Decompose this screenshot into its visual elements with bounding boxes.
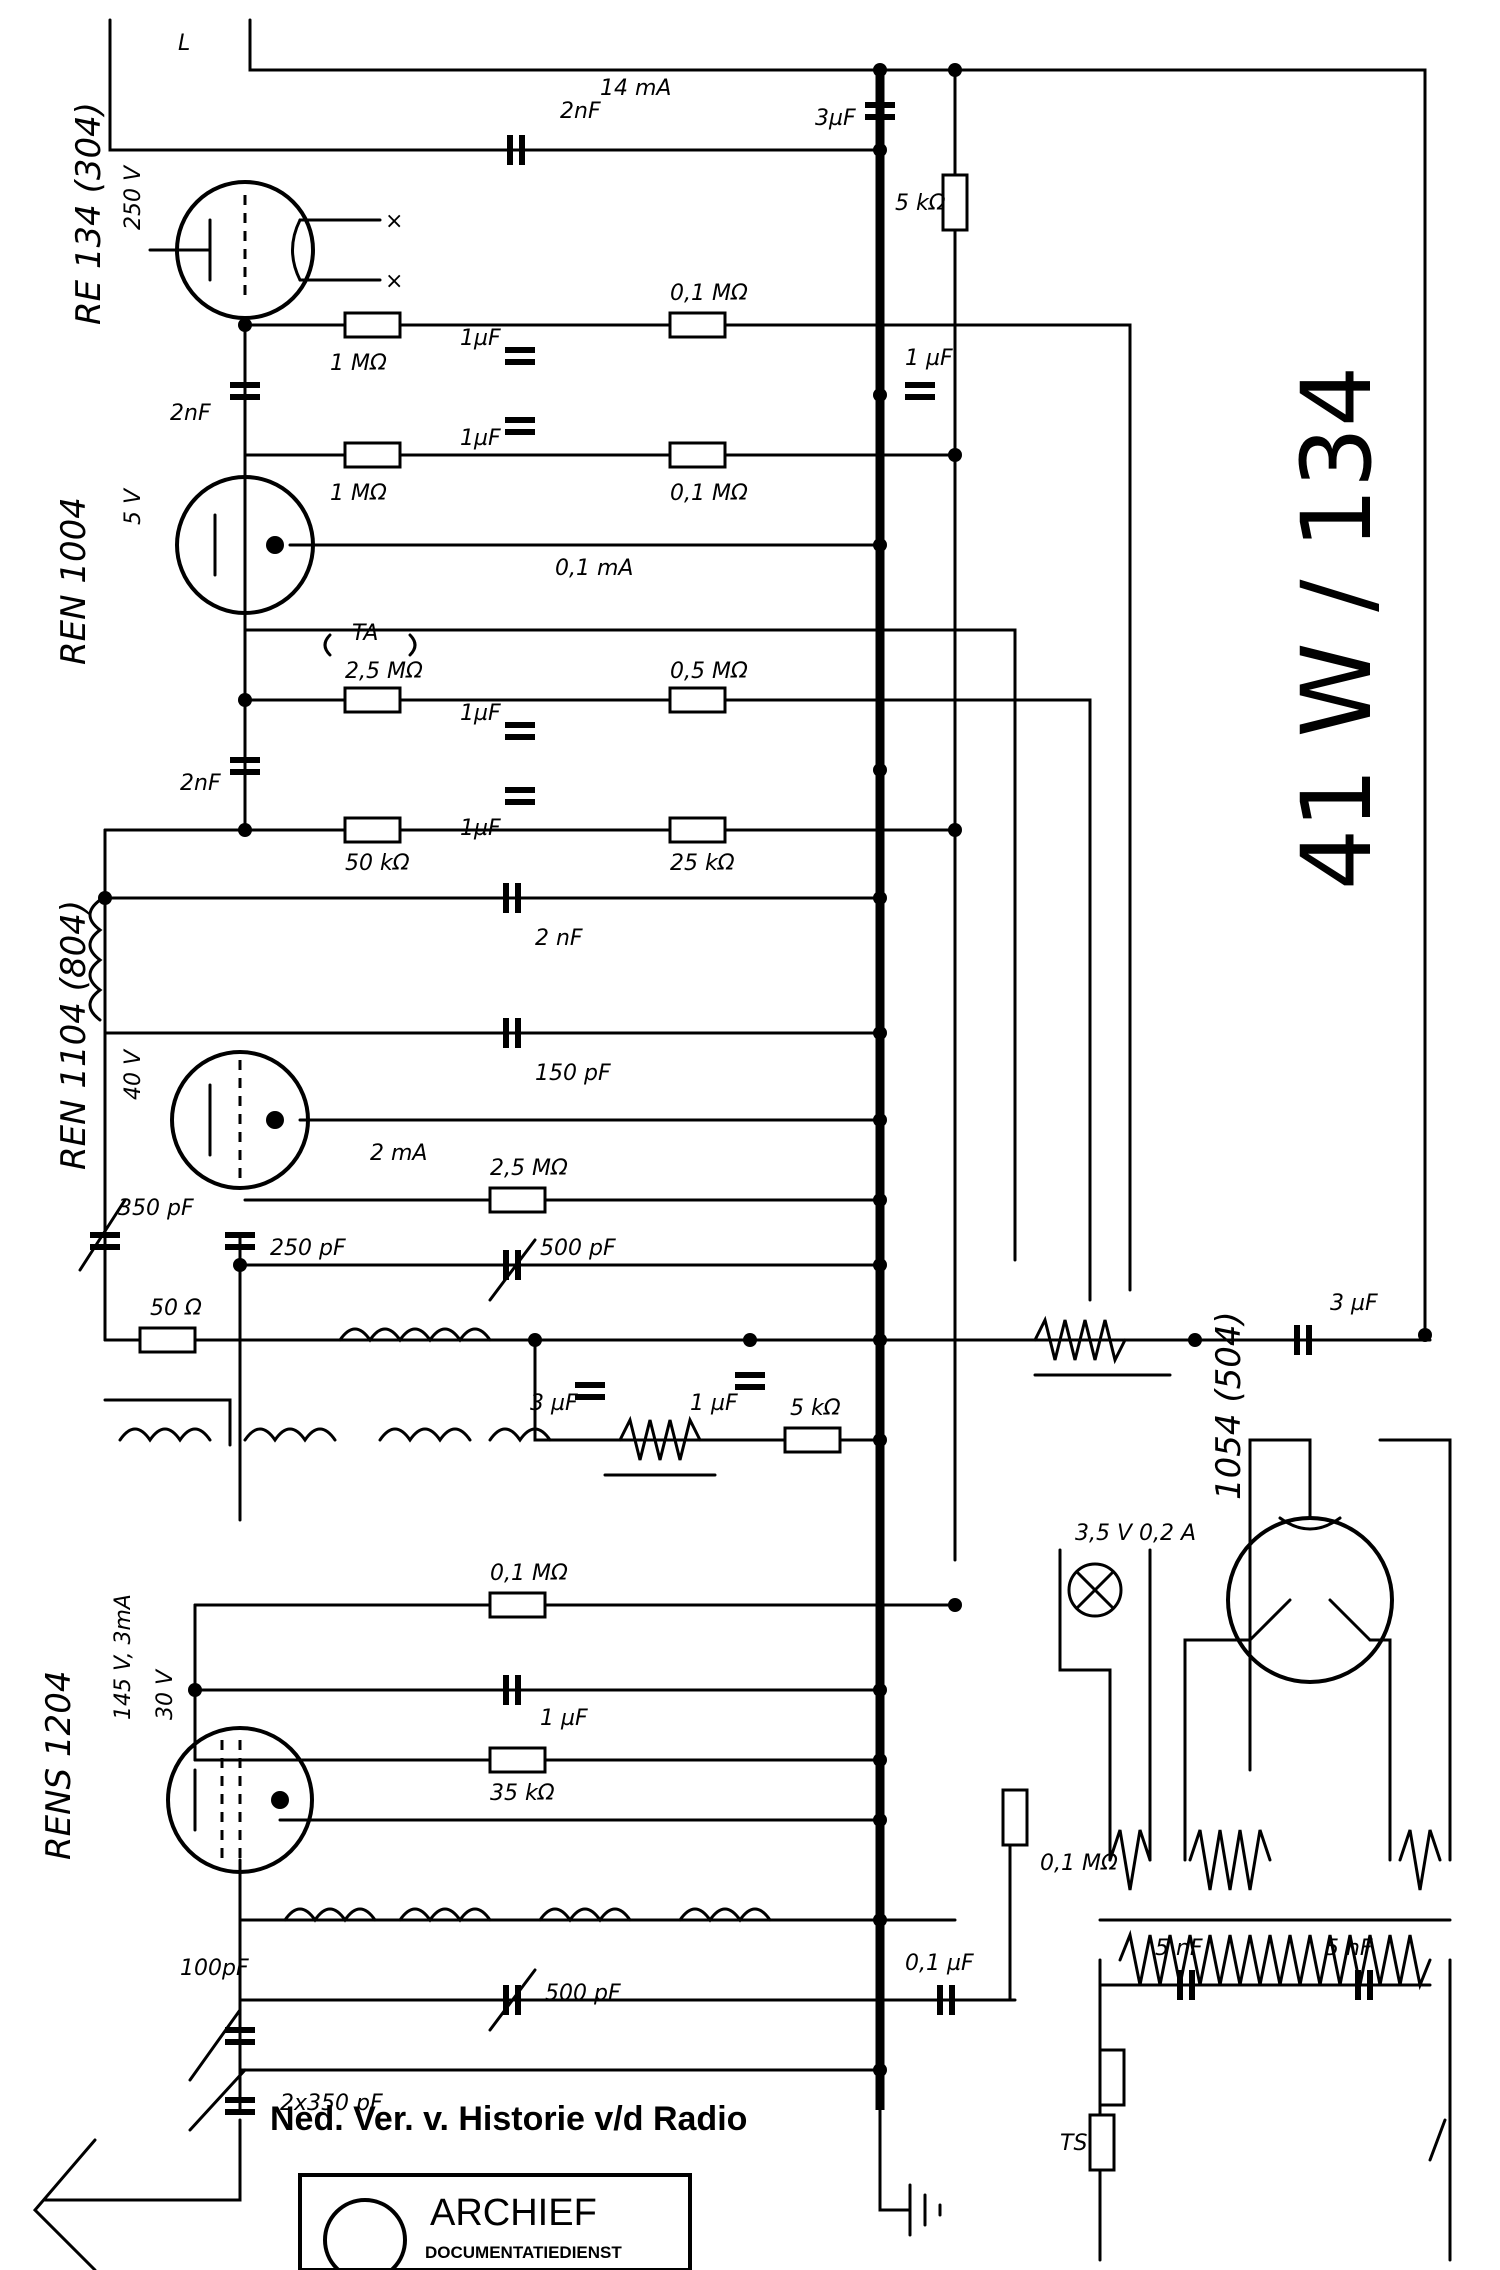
label-c-3uf-mid: 3 µF [530,1391,578,1416]
label-r-1m-b: 1 MΩ [330,481,387,506]
label-lamp: 3,5 V 0,2 A [1075,1521,1196,1546]
ground-symbol [878,2108,942,2237]
label-r-25k: 25 kΩ [670,851,735,876]
label-tube-ren1004: REN 1004 [54,497,94,665]
tube-ren1104 [170,1050,310,1190]
antenna-symbol [32,2118,242,2270]
label-r-01m-c: 0,1 MΩ [490,1561,568,1586]
label-c-250pf: 250 pF [270,1236,346,1261]
label-r-1m-a: 1 MΩ [330,351,387,376]
label-tube-re134: RE 134 (304) [69,102,109,325]
label-c-2nf-t1: 2nF [170,401,211,426]
transformer-and-pots [603,1315,1452,2262]
model-title: 41 W / 134 [1281,366,1393,890]
tube-labels: RE 134 (304) 250 V REN 1004 5 V REN 1104… [39,102,1249,1860]
label-c-5nf-b: 5 nF [1325,1936,1373,1961]
label-r-25m: 2,5 MΩ [345,659,423,684]
label-c-5nf-a: 5 nF [1155,1936,1203,1961]
label-c-01uf: 0,1 µF [905,1951,974,1976]
label-c-1uf-d: 1µF [460,816,501,841]
component-labels: L 2nF 3µF 14 mA 5 kΩ 2nF 1 MΩ 1µF 1µF 0,… [118,31,1378,2172]
label-tube-ren1104-voltage: 40 V [121,1048,146,1100]
label-c-3uf-right: 3 µF [1330,1291,1378,1316]
label-c-2nf-t2: 2nF [180,771,221,796]
tube-re134: × × [148,180,403,320]
tube-rectifier-1054 [1183,1438,1452,1862]
label-c-1uf-a: 1µF [460,326,501,351]
coils [88,633,772,1923]
label-c-1uf-f: 1 µF [540,1706,588,1731]
capacitors [78,102,1373,2132]
svg-text:×: × [385,269,403,294]
label-tube-rens1204-voltage: 145 V, 3mA [111,1594,136,1720]
label-tube-re134-voltage: 250 V [121,164,146,230]
label-r-50k: 50 kΩ [345,851,410,876]
label-c-1uf-c: 1µF [460,701,501,726]
label-c-500pf-b: 500 pF [545,1981,621,2006]
label-c-100pf: 100pF [180,1956,249,1981]
label-c-2nf-mid: 2 nF [535,926,583,951]
label-r-5k-top: 5 kΩ [895,191,946,216]
label-ts: TS [1060,2131,1087,2156]
label-r-25m-b: 2,5 MΩ [490,1156,568,1181]
label-c-1uf-bus: 1 µF [905,346,953,371]
label-current-01ma: 0,1 mA [555,556,633,581]
label-c-150pf: 150 pF [535,1061,611,1086]
label-r-50ohm: 50 Ω [150,1296,202,1321]
label-r-01m-a: 0,1 MΩ [670,281,748,306]
label-tube-rens1204: RENS 1204 [39,1671,79,1860]
tube-ren1004 [175,475,315,615]
label-c-1uf-b: 1µF [460,426,501,451]
label-tube-ren1004-voltage: 5 V [121,487,146,525]
label-c-2nf-top: 2nF [560,99,601,124]
archive-stamp: ARCHIEF DOCUMENTATIEDIENST [298,2173,692,2270]
label-r-01m-b: 0,1 MΩ [670,481,748,506]
label-r-01m-d: 0,1 MΩ [1040,1851,1118,1876]
label-r-05m: 0,5 MΩ [670,659,748,684]
label-c-1uf-e: 1 µF [690,1391,738,1416]
label-r-35k: 35 kΩ [490,1781,555,1806]
label-tube-rens1204-voltage2: 30 V [153,1668,178,1720]
stamp-subtitle: DOCUMENTATIEDIENST [425,2243,622,2262]
resistors [138,173,1126,2107]
label-r-5k-mid: 5 kΩ [790,1396,841,1421]
junction-dots [98,63,1432,2077]
label-tube-ren1104: REN 1104 (804) [54,900,94,1170]
svg-text:×: × [385,209,403,234]
pilot-lamp [1058,1548,1152,1862]
tube-rens1204 [166,1726,314,1874]
label-c-2x350pf: 2x350 pF [280,2091,383,2116]
stamp-logo [323,2198,407,2270]
society-credit: Ned. Ver. v. Historie v/d Radio [270,2100,747,2138]
stamp-title: ARCHIEF [430,2192,597,2234]
label-current-2ma: 2 mA [370,1141,427,1166]
label-c-350pf: 350 pF [118,1196,194,1221]
label-current-14ma: 14 mA [600,76,671,101]
label-tube-rectifier: 1054 (504) [1209,1311,1249,1500]
label-c-500pf-a: 500 pF [540,1236,616,1261]
label-ta: TA [352,621,378,646]
wiring [103,18,1432,2112]
label-top-l: L [178,31,190,56]
label-c-3uf-top: 3µF [815,106,856,131]
